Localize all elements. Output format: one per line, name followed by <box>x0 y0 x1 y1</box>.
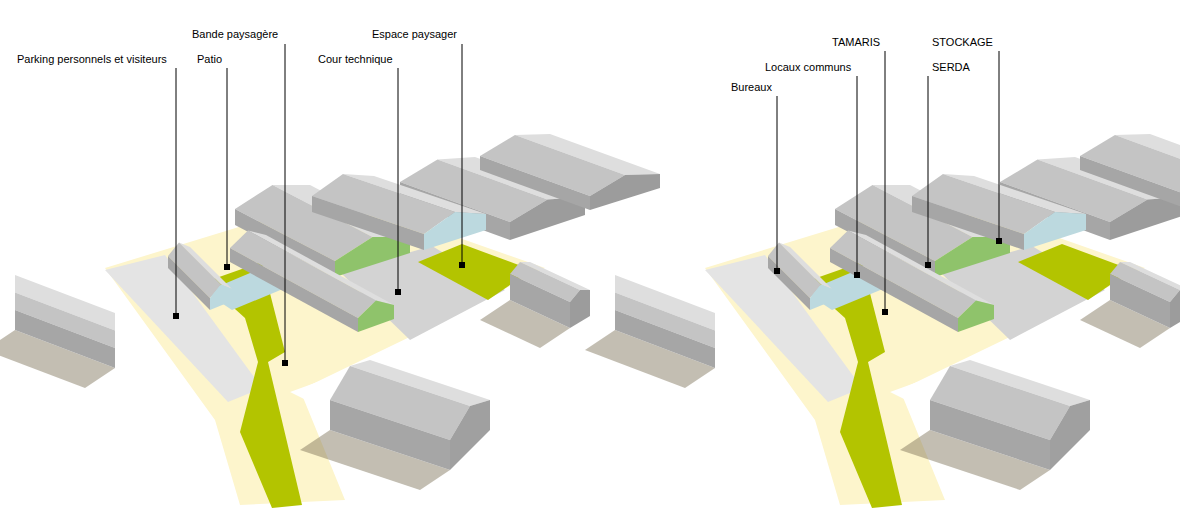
callout-label: Patio <box>197 53 222 66</box>
callout-label: SERDA <box>932 61 970 74</box>
callout-label: Locaux communs <box>765 61 851 74</box>
callout-label: Parking personnels et visiteurs <box>17 53 167 66</box>
callout-label: Bureaux <box>731 81 772 94</box>
callout-label: Espace paysager <box>372 28 457 41</box>
callout-label: TAMARIS <box>832 36 880 49</box>
callout-label: STOCKAGE <box>932 36 993 49</box>
callout-label: Bande paysagère <box>192 28 278 41</box>
callout-label: Cour technique <box>318 53 393 66</box>
